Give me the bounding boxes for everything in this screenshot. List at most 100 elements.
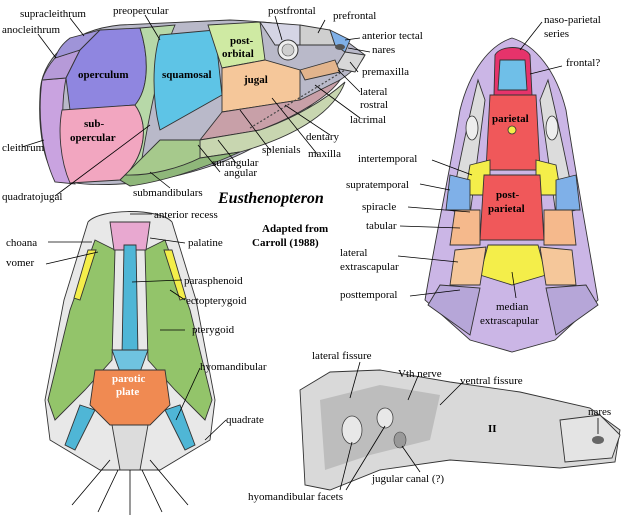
supratemporal-right [555, 174, 581, 211]
braincase-facet-1 [341, 415, 363, 445]
parotic-plate [89, 369, 171, 426]
squamosal-bone [153, 29, 223, 131]
braincase: II [299, 369, 621, 491]
credit-line-2: Carroll (1988) [252, 237, 319, 249]
lbl-naso-parietal-1: naso-parietal [544, 14, 601, 26]
braincase-leaders [339, 361, 599, 491]
dorsal-orbit-left [465, 115, 479, 141]
lbl-submandibulars: submandibulars [133, 187, 203, 199]
lbl-prefrontal: prefrontal [333, 10, 376, 22]
lbl-anocleithrum: anocleithrum [2, 24, 60, 36]
lateral-skull: operculum squamosal post- orbital jugal … [39, 19, 366, 187]
posttemporal-left [427, 284, 481, 336]
hyomandibular-right [164, 404, 196, 451]
lbl-postparietal-1: post- [496, 189, 520, 201]
lbl-parasphenoid: parasphenoid [184, 275, 243, 287]
lbl-postorbital-1: post- [230, 35, 254, 47]
lateral-teeth [249, 69, 346, 129]
lbl-naso-parietal-2: series [544, 28, 569, 40]
lbl-frontal: frontal? [566, 57, 600, 69]
hyomandibular-left [64, 404, 96, 451]
braincase-snout [559, 414, 621, 463]
lateral-extrascapular-right [539, 246, 577, 286]
lbl-hyomandibular-facets: hyomandibular facets [248, 491, 343, 503]
anocleithrum-bone [41, 49, 81, 81]
lbl-jugal: jugal [243, 74, 268, 86]
lbl-quadrate: quadrate [226, 414, 264, 426]
lbl-tabular: tabular [366, 220, 397, 232]
lbl-vth-nerve: Vth nerve [398, 368, 442, 380]
lbl-jugular-canal: jugular canal (?) [371, 473, 444, 485]
lbl-supracleithrum: supracleithrum [20, 8, 86, 20]
palatal-skull: parotic plate [44, 211, 216, 515]
lbl-squamosal: squamosal [162, 69, 212, 81]
lbl-angular: angular [224, 167, 257, 179]
lbl-pterygoid: pterygoid [192, 324, 235, 336]
dorsal-orbit-right [545, 115, 559, 141]
lbl-parotic-1: parotic [112, 373, 146, 385]
lbl-anterior-recess: anterior recess [154, 209, 218, 221]
lbl-nares-braincase: nares [588, 406, 611, 418]
braincase-canal [393, 431, 407, 449]
lbl-vomer: vomer [6, 257, 34, 269]
lbl-parotic-2: plate [116, 386, 139, 398]
lbl-postparietal-2: parietal [488, 203, 525, 215]
lbl-ventral-fissure: ventral fissure [460, 375, 523, 387]
lbl-lateral-extrascapular-2: extrascapular [340, 261, 399, 273]
supratemporal-left [445, 174, 471, 211]
lbl-preopercular: preopercular [113, 5, 169, 17]
lbl-subopercular-1: sub- [84, 118, 105, 130]
lbl-postfrontal: postfrontal [268, 5, 316, 17]
pineal-foramen [507, 125, 517, 135]
lbl-nares-lateral: nares [372, 44, 395, 56]
lbl-lateral-rostral-1: lateral [360, 86, 387, 98]
parasphenoid-bone [121, 244, 139, 356]
lbl-ectopterygoid: ectopterygoid [186, 295, 247, 307]
lbl-choana: choana [6, 237, 37, 249]
lbl-supratemporal: supratemporal [346, 179, 409, 191]
lbl-premaxilla: premaxilla [362, 66, 409, 78]
submandibular-bone [119, 151, 241, 187]
supracleithrum-bone [54, 29, 102, 59]
posttemporal-right [545, 284, 599, 336]
tabular-right [543, 209, 577, 246]
credit-line-1: Adapted from [262, 223, 328, 235]
lbl-roman-ii: II [488, 423, 497, 435]
lbl-splenials: splenials [262, 144, 301, 156]
dorsal-leaders [397, 21, 563, 299]
ectopterygoid-right [163, 249, 187, 301]
lbl-operculum: operculum [78, 69, 129, 81]
lateral-nares [335, 44, 345, 50]
braincase-nares [592, 436, 604, 444]
lbl-median-extrascapular-1: median [496, 301, 529, 313]
lbl-lateral-rostral-2: rostral [360, 99, 388, 111]
dorsal-skull: parietal post- parietal [424, 37, 599, 353]
tabular-left [449, 209, 481, 246]
lbl-surangular: surangular [212, 157, 259, 169]
prefrontal-bone [299, 24, 336, 46]
lbl-spiracle: spiracle [362, 201, 396, 213]
lbl-lateral-fissure: lateral fissure [312, 350, 372, 362]
lbl-lateral-extrascapular-1: lateral [340, 247, 367, 259]
lbl-median-extrascapular-2: extrascapular [480, 315, 539, 327]
lbl-lacrimal: lacrimal [350, 114, 386, 126]
lateral-orbit-inner [281, 43, 295, 57]
vomer-bone [109, 221, 151, 251]
nasal-blue-bone [497, 59, 528, 91]
lbl-palatine: palatine [188, 237, 223, 249]
ectopterygoid-left [73, 249, 97, 301]
lbl-dentary: dentary [306, 131, 339, 143]
lbl-quadratojugal: quadratojugal [2, 191, 62, 203]
palatal-vertebrae [111, 424, 149, 471]
lbl-anterior-tectal: anterior tectal [362, 30, 423, 42]
lbl-parietal: parietal [492, 113, 529, 125]
lbl-postorbital-2: orbital [222, 48, 254, 60]
figure-title: Eusthenopteron [217, 190, 324, 207]
palatal-leaders [45, 213, 227, 441]
lateral-leaders [21, 14, 371, 197]
jugal-bone [221, 59, 301, 113]
lbl-hyomandibular: hyomandibular [200, 361, 267, 373]
lbl-posttemporal: posttemporal [340, 289, 397, 301]
lbl-subopercular-2: opercular [70, 132, 116, 144]
